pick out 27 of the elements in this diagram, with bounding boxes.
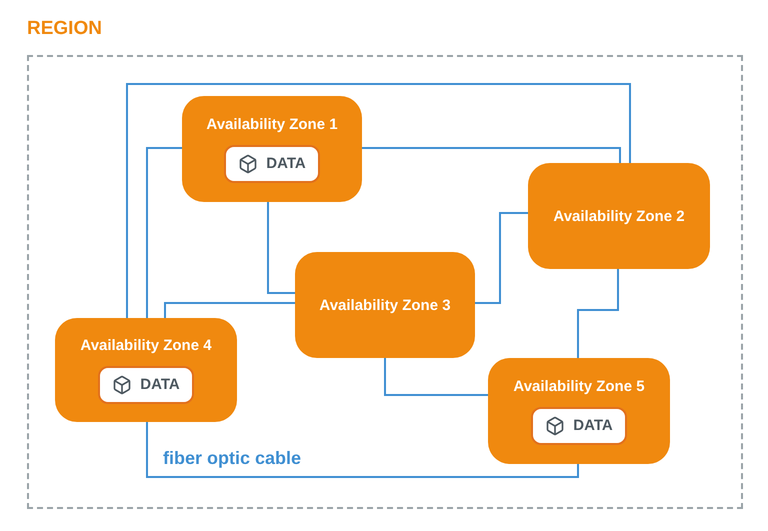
zone-title: Availability Zone 4 xyxy=(80,336,212,354)
zone-title: Availability Zone 5 xyxy=(513,378,645,394)
fiber-cable-line xyxy=(146,147,182,318)
data-label: DATA xyxy=(266,155,306,172)
availability-zone-box xyxy=(182,96,362,202)
data-label: DATA xyxy=(573,417,613,434)
zone-title: Availability Zone 3 xyxy=(319,296,451,314)
cable-note: fiber optic cable xyxy=(163,448,302,469)
availability-zone-box xyxy=(55,318,237,422)
zone-title: Availability Zone 1 xyxy=(206,116,338,132)
fiber-cable-line xyxy=(164,302,295,318)
fiber-cable-line xyxy=(362,147,621,163)
zone-title: Availability Zone 2 xyxy=(553,208,685,224)
data-badge xyxy=(531,406,627,444)
fiber-cable-line xyxy=(267,202,295,294)
data-badge xyxy=(98,366,194,404)
fiber-cable-line xyxy=(384,358,488,396)
region-title: REGION xyxy=(27,18,102,40)
fiber-cable-line xyxy=(577,269,619,358)
fiber-cable-line xyxy=(146,422,579,478)
availability-zone-box xyxy=(528,163,710,269)
fiber-cable-line xyxy=(475,212,528,304)
availability-zone-box xyxy=(295,252,475,358)
fiber-cable-line xyxy=(126,83,631,318)
availability-zone-box xyxy=(488,358,670,464)
data-label: DATA xyxy=(140,376,180,393)
data-badge xyxy=(224,144,320,182)
